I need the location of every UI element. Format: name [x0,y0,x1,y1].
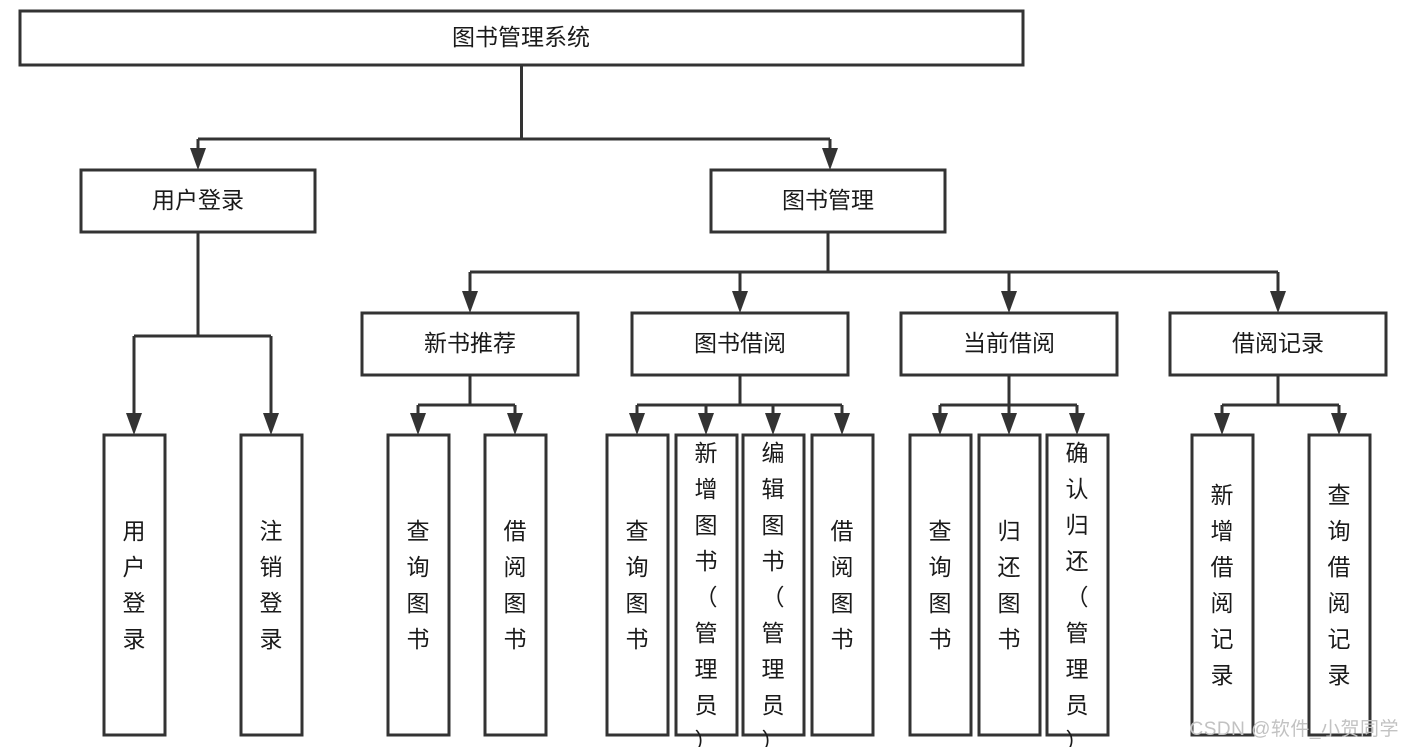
node-book-mgmt[interactable]: 图书管理 [709,168,947,234]
arrowhead-leaf-add-book [698,413,714,435]
node-root[interactable]: 图书管理系统 [18,9,1025,67]
node-book-mgmt-box[interactable] [709,168,947,234]
leaf-borrow-book-2[interactable]: 借阅图书 [810,433,875,737]
arrowhead-leaf-user-login [126,413,142,435]
leaf-confirm-return[interactable]: 确认归还（管理员） [1045,433,1110,747]
leaf-logout-label: 注销登录 [260,518,283,652]
arrowhead-leaf-borrow-book-2 [834,413,850,435]
leaf-logout[interactable]: 注销登录 [239,433,304,737]
arrowhead-new-book-rec [462,291,478,313]
node-current-borrow-box[interactable] [899,311,1119,377]
node-book-borrow[interactable]: 图书借阅 [630,311,850,377]
leaf-query-book-2-box[interactable] [605,433,670,737]
arrowhead-leaf-return-book [1001,413,1017,435]
leaf-query-book-2-label: 查询图书 [626,518,649,652]
leaf-borrow-book-1-box[interactable] [483,433,548,737]
arrowhead-leaf-query-record [1331,413,1347,435]
leaf-query-record-box[interactable] [1307,433,1372,737]
arrowhead-book-mgmt [822,148,838,170]
node-current-borrow[interactable]: 当前借阅 [899,311,1119,377]
node-book-borrow-box[interactable] [630,311,850,377]
leaf-query-record[interactable]: 查询借阅记录 [1307,433,1372,737]
leaf-query-book-1[interactable]: 查询图书 [386,433,451,737]
leaf-borrow-book-1-label: 借阅图书 [504,518,527,652]
node-login-box[interactable] [79,168,317,234]
node-current-borrow-label: 当前借阅 [963,330,1055,356]
leaf-query-book-3-box[interactable] [908,433,973,737]
leaf-edit-book-label: 编辑图书（管理员） [762,440,785,747]
node-login-label: 用户登录 [152,187,244,213]
node-root-label: 图书管理系统 [452,24,590,50]
leaf-query-book-3-label: 查询图书 [929,518,952,652]
leaf-add-book-label: 新增图书（管理员） [695,440,718,747]
arrowhead-leaf-query-book-2 [629,413,645,435]
leaf-borrow-book-1[interactable]: 借阅图书 [483,433,548,737]
arrowhead-leaf-confirm-return [1069,413,1085,435]
leaf-return-book[interactable]: 归还图书 [977,433,1042,737]
arrowhead-borrow-record [1270,291,1286,313]
node-new-book-rec-label: 新书推荐 [424,330,516,356]
leaf-query-record-label: 查询借阅记录 [1328,482,1351,688]
arrowhead-leaf-edit-book [765,413,781,435]
leaf-edit-book-box[interactable] [741,433,806,737]
leaf-user-login-label: 用户登录 [123,518,146,652]
leaf-query-book-1-label: 查询图书 [407,518,430,652]
node-book-borrow-label: 图书借阅 [694,330,786,356]
leaf-add-book-box[interactable] [674,433,739,737]
leaf-confirm-return-box[interactable] [1045,433,1110,737]
leaf-user-login-box[interactable] [102,433,167,737]
node-borrow-record-label: 借阅记录 [1232,330,1324,356]
arrowhead-leaf-logout [263,413,279,435]
arrowhead-leaf-query-book-1 [410,413,426,435]
arrowhead-login [190,148,206,170]
arrowhead-leaf-query-book-3 [932,413,948,435]
connector-layer [126,65,1347,435]
node-login[interactable]: 用户登录 [79,168,317,234]
leaf-query-book-3[interactable]: 查询图书 [908,433,973,737]
csdn-watermark: CSDN @软件_小贺同学 [1189,719,1399,740]
leaf-query-book-2[interactable]: 查询图书 [605,433,670,737]
leaf-confirm-return-label: 确认归还（管理员） [1066,440,1089,747]
leaf-return-book-label: 归还图书 [998,518,1021,652]
arrowhead-book-borrow [732,291,748,313]
leaf-logout-box[interactable] [239,433,304,737]
leaf-borrow-book-2-label: 借阅图书 [831,518,854,652]
leaf-add-book[interactable]: 新增图书（管理员） [674,433,739,747]
leaf-add-record[interactable]: 新增借阅记录 [1190,433,1255,737]
arrowhead-leaf-add-record [1214,413,1230,435]
leaf-edit-book[interactable]: 编辑图书（管理员） [741,433,806,747]
leaf-borrow-book-2-box[interactable] [810,433,875,737]
node-borrow-record-box[interactable] [1168,311,1388,377]
node-book-mgmt-label: 图书管理 [782,187,874,213]
arrowhead-current-borrow [1001,291,1017,313]
node-borrow-record[interactable]: 借阅记录 [1168,311,1388,377]
arrowhead-leaf-borrow-book-1 [507,413,523,435]
leaf-add-record-label: 新增借阅记录 [1211,482,1234,688]
leaf-query-book-1-box[interactable] [386,433,451,737]
leaf-return-book-box[interactable] [977,433,1042,737]
leaf-add-record-box[interactable] [1190,433,1255,737]
node-root-box[interactable] [18,9,1025,67]
node-new-book-rec[interactable]: 新书推荐 [360,311,580,377]
node-new-book-rec-box[interactable] [360,311,580,377]
leaf-user-login[interactable]: 用户登录 [102,433,167,737]
